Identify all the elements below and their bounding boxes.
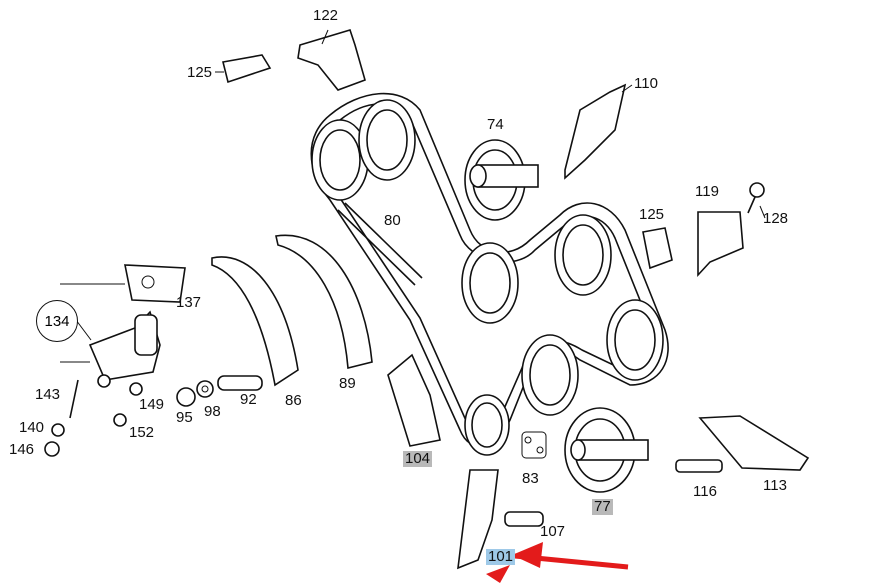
sprocket-middle	[461, 242, 519, 324]
rail-89	[275, 234, 373, 370]
part-label-95[interactable]: 95	[176, 409, 193, 426]
guide-rail-122	[297, 29, 366, 91]
part-label-125-right[interactable]: 125	[639, 206, 665, 223]
chain-link-80	[337, 202, 423, 286]
sprocket-upper-right	[358, 99, 416, 181]
rail-101	[457, 469, 499, 570]
part-label-122[interactable]: 122	[313, 7, 339, 24]
part-label-83[interactable]: 83	[522, 470, 539, 487]
part-label-92[interactable]: 92	[240, 391, 257, 408]
selection-arrow	[486, 542, 629, 583]
bracket-137	[124, 264, 186, 303]
part-label-149[interactable]: 149	[139, 396, 165, 413]
tensioner-119	[697, 211, 744, 278]
chain-link-83	[521, 431, 547, 459]
part-label-104[interactable]: 104	[403, 450, 433, 467]
guide-piece-125-top	[222, 54, 272, 84]
rail-104	[387, 353, 441, 447]
sprocket-right-lower	[606, 299, 664, 381]
part-label-140[interactable]: 140	[19, 419, 45, 436]
plug-95	[176, 387, 196, 407]
sprocket-lower-middle	[521, 334, 579, 416]
guide-rail-110	[564, 83, 627, 180]
nut-146	[44, 441, 60, 457]
part-label-101[interactable]: 101	[486, 548, 516, 565]
part-label-134-text: 134	[44, 312, 70, 330]
part-label-125[interactable]: 125	[187, 64, 213, 81]
part-label-74[interactable]: 74	[487, 116, 504, 133]
part-label-116[interactable]: 116	[693, 483, 717, 500]
part-label-143[interactable]: 143	[35, 386, 61, 403]
bolt-143	[69, 379, 79, 419]
rail-86	[211, 256, 299, 387]
sprocket-right-upper	[554, 214, 612, 296]
part-label-113[interactable]: 113	[763, 477, 787, 494]
part-label-107[interactable]: 107	[540, 523, 566, 540]
part-label-146[interactable]: 146	[9, 441, 35, 458]
pin-107	[504, 511, 544, 527]
part-label-152[interactable]: 152	[129, 424, 155, 441]
guide-piece-125-right	[642, 227, 673, 270]
part-label-137[interactable]: 137	[176, 294, 202, 311]
part-label-134[interactable]: 134	[36, 300, 78, 342]
pin-92	[217, 375, 263, 391]
sprocket-upper-left	[311, 119, 369, 201]
bolt-116	[675, 459, 723, 473]
leader-lines	[60, 29, 766, 363]
part-label-119[interactable]: 119	[695, 183, 719, 200]
part-label-128[interactable]: 128	[763, 210, 789, 227]
part-label-86[interactable]: 86	[285, 392, 302, 409]
washer-98	[196, 380, 214, 398]
part-label-89[interactable]: 89	[339, 375, 356, 392]
sprocket-77	[564, 407, 649, 493]
washer-149	[129, 382, 143, 396]
sprocket-bottom	[464, 394, 510, 456]
bolt-128	[747, 182, 765, 214]
part-label-77[interactable]: 77	[592, 498, 613, 515]
tensioner-housing	[88, 310, 161, 388]
sprocket-74	[464, 139, 539, 221]
washer-140	[51, 423, 65, 437]
part-label-80[interactable]: 80	[384, 212, 401, 229]
part-label-110[interactable]: 110	[634, 75, 658, 92]
bolt-152	[113, 413, 127, 427]
part-label-98[interactable]: 98	[204, 403, 221, 420]
rail-113	[698, 415, 810, 471]
